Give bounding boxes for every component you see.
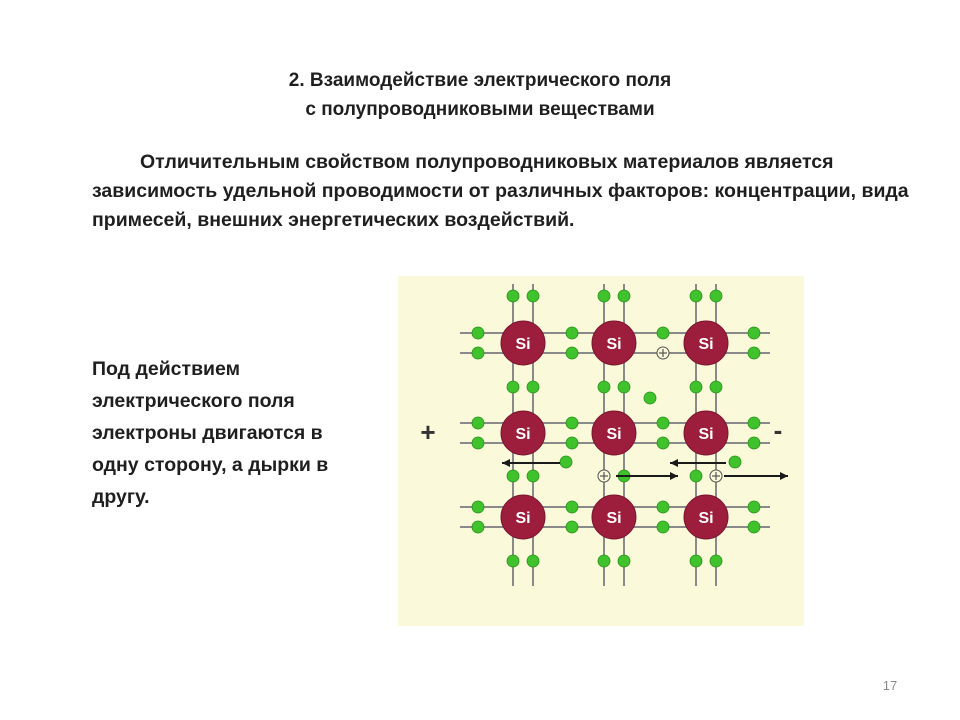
electron-dot xyxy=(747,436,761,450)
slide-title: 2. Взаимодействие электрического поля с … xyxy=(0,66,960,124)
electron-dot xyxy=(689,469,703,483)
electron-dot xyxy=(656,520,670,534)
silicon-atom xyxy=(500,494,546,540)
electron-dot xyxy=(747,416,761,430)
silicon-atom xyxy=(683,494,729,540)
arrow-head xyxy=(670,472,678,480)
minus-sign: - xyxy=(774,415,783,445)
electron-dot xyxy=(559,455,573,469)
electron-dot xyxy=(656,416,670,430)
electron-dot xyxy=(689,380,703,394)
electron-dot xyxy=(471,500,485,514)
electron-dot xyxy=(506,554,520,568)
electron-dot xyxy=(565,520,579,534)
electron-dot xyxy=(747,500,761,514)
electron-dot xyxy=(747,346,761,360)
atom-label: Si xyxy=(606,336,621,353)
electron-dot xyxy=(471,326,485,340)
atom-label: Si xyxy=(698,336,713,353)
electron-dot xyxy=(526,554,540,568)
electron-dot xyxy=(617,380,631,394)
electron-dot xyxy=(506,469,520,483)
electron-dot xyxy=(565,416,579,430)
arrow-head xyxy=(670,459,678,467)
electron-dot xyxy=(506,380,520,394)
electron-dot xyxy=(709,289,723,303)
electron-dot xyxy=(617,289,631,303)
silicon-atom xyxy=(500,410,546,456)
electron-dot xyxy=(471,436,485,450)
atom-label: Si xyxy=(606,510,621,527)
electron-dot xyxy=(597,289,611,303)
electron-dot xyxy=(526,469,540,483)
title-line-1: 2. Взаимодействие электрического поля xyxy=(288,70,672,91)
electron-dot xyxy=(597,554,611,568)
electron-dot xyxy=(565,346,579,360)
electron-dot xyxy=(526,380,540,394)
silicon-atom xyxy=(500,320,546,366)
electron-dot xyxy=(597,380,611,394)
electron-dot xyxy=(471,416,485,430)
electron-dot xyxy=(747,326,761,340)
electron-dot xyxy=(471,520,485,534)
electron-dot xyxy=(709,380,723,394)
arrow-head xyxy=(780,472,788,480)
electron-dot xyxy=(643,391,657,405)
electron-dot xyxy=(689,289,703,303)
arrow-head xyxy=(502,459,510,467)
electron-dot xyxy=(471,346,485,360)
electron-dot xyxy=(526,289,540,303)
electron-dot xyxy=(656,436,670,450)
electron-dot xyxy=(565,500,579,514)
silicon-atom xyxy=(591,410,637,456)
electron-dot xyxy=(728,455,742,469)
electron-dot xyxy=(506,289,520,303)
intro-paragraph: Отличительным свойством полупроводниковы… xyxy=(92,151,909,231)
page-number: 17 xyxy=(882,678,898,693)
electron-dot xyxy=(565,436,579,450)
atom-label: Si xyxy=(698,426,713,443)
atom-label: Si xyxy=(515,510,530,527)
atom-label: Si xyxy=(515,426,530,443)
side-paragraph: Под действием электрического поля электр… xyxy=(92,358,329,508)
silicon-atom xyxy=(683,410,729,456)
silicon-atom xyxy=(683,320,729,366)
silicon-atom xyxy=(591,320,637,366)
electron-dot xyxy=(689,554,703,568)
plus-sign: + xyxy=(420,417,435,447)
title-line-2: с полупроводниковыми веществами xyxy=(305,99,655,120)
electron-dot xyxy=(656,326,670,340)
atom-label: Si xyxy=(698,510,713,527)
electron-dot xyxy=(617,554,631,568)
electron-dot xyxy=(565,326,579,340)
silicon-atom xyxy=(591,494,637,540)
atom-label: Si xyxy=(606,426,621,443)
electron-dot xyxy=(747,520,761,534)
atom-label: Si xyxy=(515,336,530,353)
electron-dot xyxy=(656,500,670,514)
electron-dot xyxy=(709,554,723,568)
